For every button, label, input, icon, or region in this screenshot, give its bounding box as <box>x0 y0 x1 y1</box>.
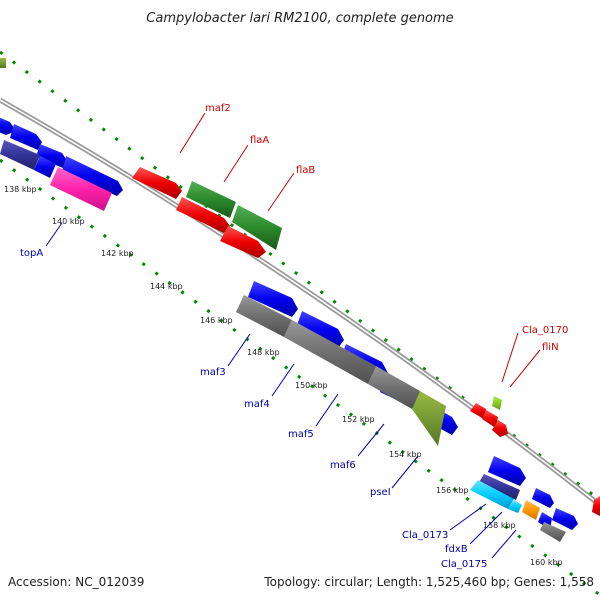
gene-feature <box>284 320 376 384</box>
top-leader-lines <box>179 112 541 388</box>
gene-label: topA <box>20 248 43 259</box>
gene-label: maf6 <box>330 460 356 471</box>
gene-feature <box>36 144 68 168</box>
red-gene-cluster <box>132 167 266 258</box>
lower-right-gene-cluster <box>470 456 600 542</box>
tick-label: 152 kbp <box>342 415 375 424</box>
gene-feature <box>248 281 298 317</box>
tick-label: 148 kbp <box>247 348 280 357</box>
gene-feature <box>488 456 526 486</box>
tick-label: 142 kbp <box>101 249 134 258</box>
inner-dotted-ring <box>0 158 600 597</box>
tick-label: 154 kbp <box>389 450 422 459</box>
gene-feature <box>492 396 502 410</box>
gene-label: Cla_0173 <box>402 530 448 541</box>
gene-feature <box>50 167 112 211</box>
gene-label: maf2 <box>205 103 231 114</box>
gene-label: fdxB <box>445 544 468 555</box>
gene-feature <box>34 156 56 178</box>
gene-feature <box>236 295 292 337</box>
gene-feature <box>470 480 514 509</box>
left-gene-cluster <box>0 117 123 211</box>
backbone-ring <box>0 97 600 507</box>
gene-label: maf5 <box>288 429 314 440</box>
gene-feature <box>132 167 182 199</box>
gene-feature <box>10 124 42 150</box>
gene-label: maf3 <box>200 367 226 378</box>
gene-label: maf4 <box>244 399 270 410</box>
gene-feature <box>186 181 236 218</box>
tick-label: 158 kbp <box>483 521 516 530</box>
gene-feature <box>220 226 266 258</box>
tick-label: 160 kbp <box>530 558 563 567</box>
gene-feature <box>492 420 508 437</box>
gene-label: flaB <box>296 165 315 176</box>
gene-label: Cla_0170 <box>522 325 568 336</box>
gene-label: fliN <box>542 342 559 353</box>
gene-feature <box>478 474 520 500</box>
gene-feature <box>176 197 230 233</box>
fli-gene-cluster <box>470 396 508 437</box>
gene-feature <box>296 311 344 348</box>
gene-feature <box>522 500 540 520</box>
page-title: Campylobacter lari RM2100, complete geno… <box>146 11 453 26</box>
tick-label: 150 kbp <box>295 381 328 390</box>
gene-label: pseI <box>370 487 391 498</box>
accession-text: Accession: NC_012039 <box>8 575 144 589</box>
gene-feature <box>592 496 600 516</box>
tick-label: 140 kbp <box>52 217 85 226</box>
gene-feature <box>552 508 578 530</box>
tick-label: 138 kbp <box>4 185 37 194</box>
gene-feature <box>532 488 554 508</box>
tick-label: 156 kbp <box>436 486 469 495</box>
topology-text: Topology: circular; Length: 1,525,460 bp… <box>263 575 594 589</box>
tick-label: 146 kbp <box>200 316 233 325</box>
gene-feature <box>540 522 566 542</box>
grey-gene-cluster <box>236 295 446 446</box>
gene-label: flaA <box>250 135 269 146</box>
gene-fragment <box>0 58 6 68</box>
gene-feature <box>470 403 486 419</box>
gene-feature <box>62 156 123 196</box>
gene-feature <box>0 140 40 170</box>
gene-feature <box>232 205 282 250</box>
gene-feature <box>0 117 16 135</box>
gene-feature <box>508 500 522 513</box>
gene-label: Cla_0175 <box>441 559 487 570</box>
green-gene-cluster <box>186 181 282 250</box>
gene-feature <box>368 366 420 409</box>
gene-feature <box>482 410 498 428</box>
bottom-leader-lines <box>45 222 517 559</box>
gene-feature <box>412 391 446 446</box>
tick-label: 144 kbp <box>150 282 183 291</box>
